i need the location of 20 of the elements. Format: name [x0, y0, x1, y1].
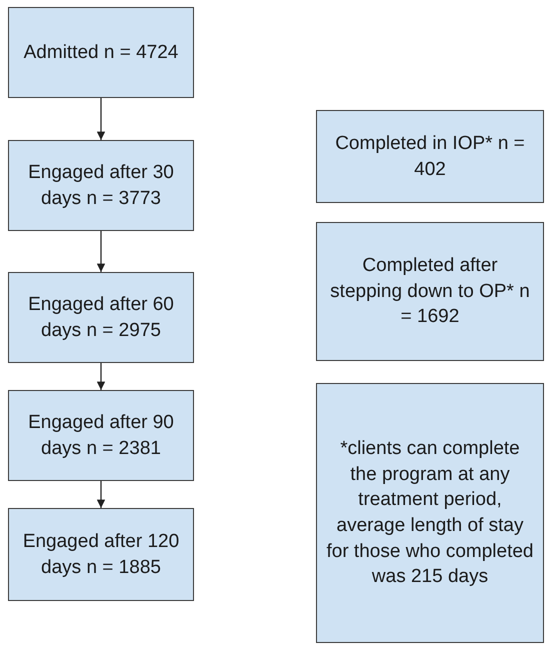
- process-box: [8, 508, 194, 601]
- box-label: Engaged after 90 days n = 2381: [27, 410, 175, 460]
- process-box: [8, 140, 194, 231]
- arrow: [96, 363, 106, 390]
- arrow: [96, 231, 106, 272]
- box-label: Completed in IOP* n = 402: [334, 132, 526, 182]
- box-label: Engaged after 60 days n = 2975: [27, 292, 175, 342]
- box-label: Admitted n = 4724: [24, 40, 178, 65]
- process-box: [316, 383, 544, 643]
- arrow: [96, 481, 106, 508]
- process-box: [316, 222, 544, 361]
- box-label: Engaged after 120 days n = 1885: [22, 530, 180, 580]
- box-label: *clients can complete the program at any treatment period, average length of stay for those who completed was 215 days: [325, 437, 534, 590]
- process-box: [8, 272, 194, 363]
- process-box: [8, 7, 194, 98]
- box-label: Completed after stepping down to OP* n = 1692: [329, 254, 531, 330]
- arrow: [96, 98, 106, 140]
- box-label: Engaged after 30 days n = 3773: [27, 160, 175, 210]
- process-box: [316, 110, 544, 203]
- process-box: [8, 390, 194, 481]
